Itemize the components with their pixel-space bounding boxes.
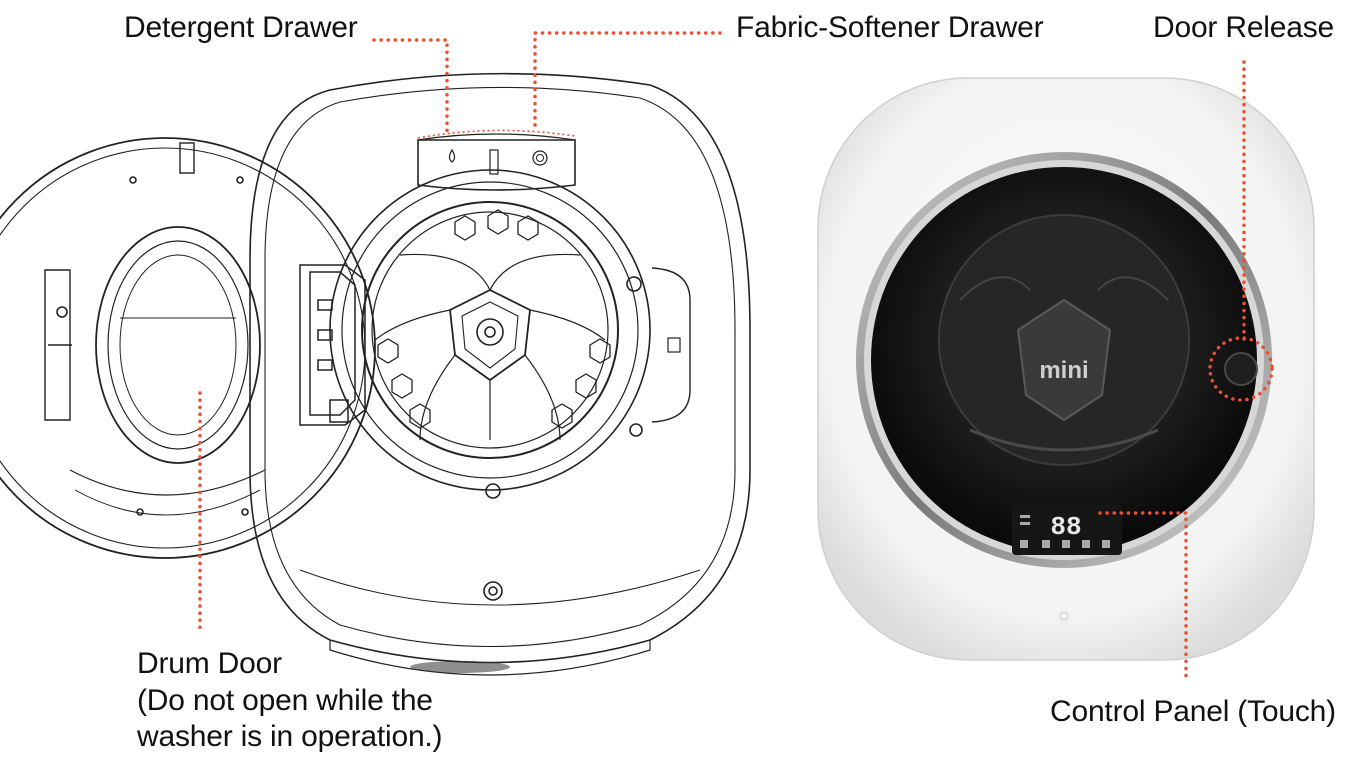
washer-line-drawing <box>0 72 751 676</box>
callout-softener <box>533 31 722 132</box>
callout-detergent <box>372 38 449 134</box>
drawer-panel <box>417 139 576 191</box>
door-hinge <box>299 264 366 426</box>
drum-door-title: Drum Door <box>137 647 282 680</box>
door-release-button[interactable] <box>1224 352 1258 386</box>
door-latch <box>651 267 691 423</box>
drum-door-glass <box>95 226 261 464</box>
callout-door-release-circle <box>1208 336 1274 402</box>
drum-hub <box>449 288 531 382</box>
drum-door-note-line1: (Do not open while the <box>137 683 433 717</box>
door-handle <box>44 269 71 421</box>
control-panel-display: 88 <box>1050 512 1081 542</box>
control-panel[interactable] <box>1012 505 1122 555</box>
door-release-label: Door Release <box>1153 11 1335 44</box>
detergent-drawer-label: Detergent Drawer <box>124 11 358 44</box>
fabric-softener-drawer-label: Fabric-Softener Drawer <box>736 11 1044 44</box>
callout-lines <box>198 31 1274 684</box>
control-panel-label: Control Panel (Touch) <box>1050 695 1336 728</box>
mini-logo: mini <box>1039 357 1088 384</box>
door-opening-ring <box>329 169 651 491</box>
washer-body-outline <box>249 72 751 664</box>
callout-control-panel <box>1098 511 1188 684</box>
drum-door-label: Drum Door (Do not open while the washer … <box>137 646 443 756</box>
drum-door-outline <box>0 137 376 559</box>
washer-photo: mini 88 <box>817 77 1315 661</box>
drum-door-note-line2: washer is in operation.) <box>137 720 443 754</box>
